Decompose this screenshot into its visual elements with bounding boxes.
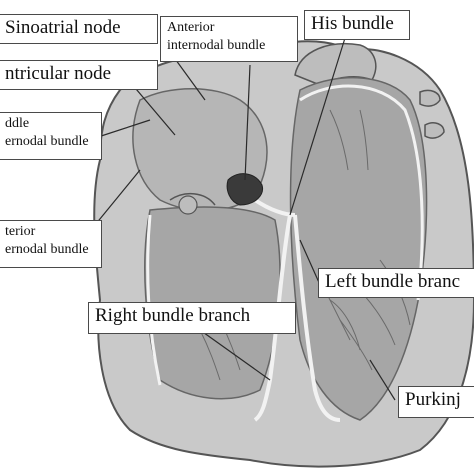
label-anterior-internodal-line1: Anterior [167,20,215,35]
label-purkinje: Purkinj [398,386,474,418]
pulmonary-vessel-shape [419,89,441,107]
label-posterior-internodal-line1: terior [5,224,36,239]
label-left-bundle-branch: Left bundle branc [318,268,474,298]
pulmonary-vessel-shape-2 [424,122,445,139]
label-posterior-internodal: terior ernodal bundle [0,220,102,268]
left-ventricle-wall-path [299,84,424,301]
label-sinoatrial-node: Sinoatrial node [0,14,158,44]
label-left-bundle-branch-text: Left bundle branc [325,271,461,292]
label-middle-internodal-line2: ernodal bundle [5,134,89,149]
label-purkinje-text: Purkinj [405,389,461,410]
label-posterior-internodal-line2: ernodal bundle [5,242,89,257]
label-anterior-internodal: Anterior internodal bundle [160,16,298,62]
right-ventricle-wall-path [146,214,162,386]
av-node [226,173,264,206]
label-right-bundle-branch: Right bundle branch [88,302,296,334]
label-anterior-internodal-line2: internodal bundle [167,38,266,53]
label-middle-internodal-line1: ddle [5,116,30,131]
label-his-bundle-text: His bundle [311,13,394,34]
left-ventricle [289,76,428,421]
coronary-sinus-opening [178,195,198,215]
label-sinoatrial-node-text: Sinoatrial node [5,17,121,38]
label-middle-internodal: ddle ernodal bundle [0,112,102,160]
label-his-bundle: His bundle [304,10,410,40]
his-bundle-path [253,198,296,217]
left-bundle-branch-path [293,214,341,422]
label-right-bundle-branch-text: Right bundle branch [95,305,251,326]
pointer-lines [94,37,396,401]
tricuspid-valve [169,193,216,206]
label-atrioventricular-node-text: ntricular node [5,63,112,84]
label-atrioventricular-node: ntricular node [0,60,158,90]
right-bundle-branch-path [253,214,292,422]
